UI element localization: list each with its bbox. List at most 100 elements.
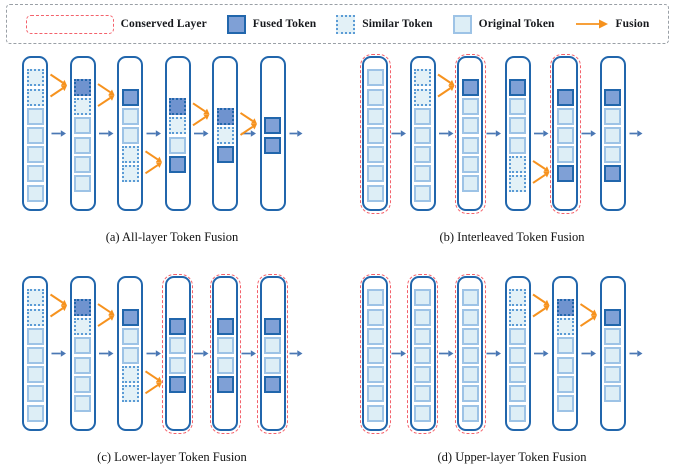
layer-column bbox=[117, 276, 143, 431]
token-stack bbox=[72, 79, 94, 192]
original-token bbox=[414, 385, 431, 403]
original-token bbox=[366, 184, 384, 202]
original-token bbox=[414, 146, 431, 164]
token-stack bbox=[214, 318, 236, 393]
legend-item-original-token: Original Token bbox=[452, 14, 555, 34]
token-stack bbox=[412, 289, 434, 422]
fused-token bbox=[264, 136, 281, 154]
original-token bbox=[26, 126, 44, 144]
legend-label-original-token: Original Token bbox=[478, 18, 555, 30]
fused-token bbox=[264, 117, 281, 135]
token-stack bbox=[364, 289, 386, 422]
similar-token bbox=[74, 318, 91, 336]
original-token bbox=[509, 385, 526, 403]
similar-token bbox=[509, 155, 526, 173]
original-token bbox=[414, 404, 431, 422]
layer-column bbox=[212, 56, 238, 211]
flow-arrow bbox=[51, 130, 66, 137]
original-token bbox=[26, 404, 44, 422]
original-token bbox=[604, 346, 621, 364]
original-token bbox=[366, 165, 384, 183]
layer-column bbox=[599, 276, 626, 431]
original-token bbox=[461, 308, 479, 326]
original-token bbox=[366, 327, 384, 345]
fusion-arrow bbox=[239, 123, 257, 136]
original-token bbox=[509, 136, 526, 154]
similar-token bbox=[121, 366, 139, 384]
similar-token bbox=[26, 69, 44, 87]
original-token bbox=[461, 404, 479, 422]
flow-arrow bbox=[534, 130, 549, 137]
original-token bbox=[556, 107, 574, 125]
similar-token bbox=[26, 289, 44, 307]
similar-token bbox=[556, 318, 574, 336]
fusion-arrow bbox=[579, 303, 597, 316]
fused-similar-token bbox=[169, 98, 186, 116]
fusion-arrow bbox=[144, 150, 162, 163]
token-stack bbox=[24, 69, 46, 202]
flow-arrow bbox=[146, 130, 161, 137]
original-token bbox=[414, 184, 431, 202]
token-stack bbox=[459, 79, 481, 192]
flow-arrow bbox=[241, 130, 256, 137]
similar-token bbox=[414, 69, 431, 87]
original-token bbox=[509, 404, 526, 422]
layer-column bbox=[164, 56, 191, 211]
fusion-arrow bbox=[532, 160, 550, 172]
similar-token bbox=[26, 308, 44, 326]
legend-item-fused-token: Fused Token bbox=[226, 14, 316, 34]
fusion-arrow bbox=[97, 83, 115, 96]
flow-arrow bbox=[629, 130, 643, 137]
fusion-arrow bbox=[97, 95, 115, 107]
layer-column bbox=[259, 56, 286, 211]
original-token bbox=[461, 366, 479, 384]
original-token bbox=[366, 146, 384, 164]
original-token bbox=[121, 327, 139, 345]
fused-token bbox=[216, 318, 234, 336]
original-token bbox=[556, 356, 574, 374]
panel-lower-layer-token-fusion: (c) Lower-layer Token Fusion bbox=[8, 272, 336, 464]
original-token bbox=[74, 174, 91, 192]
conserved-layer-column bbox=[162, 273, 193, 434]
original-token bbox=[604, 126, 621, 144]
flow-arrow bbox=[486, 350, 501, 357]
fusion-arrow bbox=[579, 315, 597, 327]
original-token bbox=[461, 385, 479, 403]
original-token bbox=[414, 346, 431, 364]
original-token bbox=[366, 404, 384, 422]
panel-all-layer-token-fusion: (a) All-layer Token Fusion bbox=[8, 52, 336, 244]
fused-token bbox=[216, 375, 234, 393]
original-token bbox=[461, 289, 479, 307]
token-stack bbox=[119, 308, 141, 403]
fused-token bbox=[604, 88, 621, 106]
token-stack bbox=[554, 299, 576, 412]
original-token bbox=[461, 117, 479, 135]
original-token bbox=[74, 394, 91, 412]
panel-caption-a: (a) All-layer Token Fusion bbox=[105, 230, 239, 244]
fusion-arrow bbox=[239, 112, 257, 124]
panel-caption-c: (c) Lower-layer Token Fusion bbox=[97, 450, 247, 464]
similar-token bbox=[121, 165, 139, 183]
original-token bbox=[604, 107, 621, 125]
original-token bbox=[366, 126, 384, 144]
original-token bbox=[461, 98, 479, 116]
fused-token bbox=[169, 375, 186, 393]
original-token bbox=[121, 107, 139, 125]
similar-token bbox=[216, 126, 234, 144]
fusion-arrow bbox=[532, 293, 550, 306]
original-token-swatch-icon bbox=[452, 14, 472, 34]
flow-arrow bbox=[439, 350, 454, 357]
original-token bbox=[461, 327, 479, 345]
original-token bbox=[509, 117, 526, 135]
flow-arrow bbox=[629, 350, 643, 357]
original-token bbox=[461, 136, 479, 154]
fusion-arrow bbox=[532, 305, 550, 318]
fused-token bbox=[121, 308, 139, 326]
conserved-layer-swatch-icon bbox=[25, 14, 114, 34]
conserved-layer-column bbox=[209, 273, 241, 434]
flow-arrow bbox=[534, 350, 549, 357]
original-token bbox=[366, 107, 384, 125]
fused-token bbox=[169, 155, 186, 173]
flow-arrow bbox=[486, 130, 501, 137]
token-stack bbox=[24, 289, 46, 422]
